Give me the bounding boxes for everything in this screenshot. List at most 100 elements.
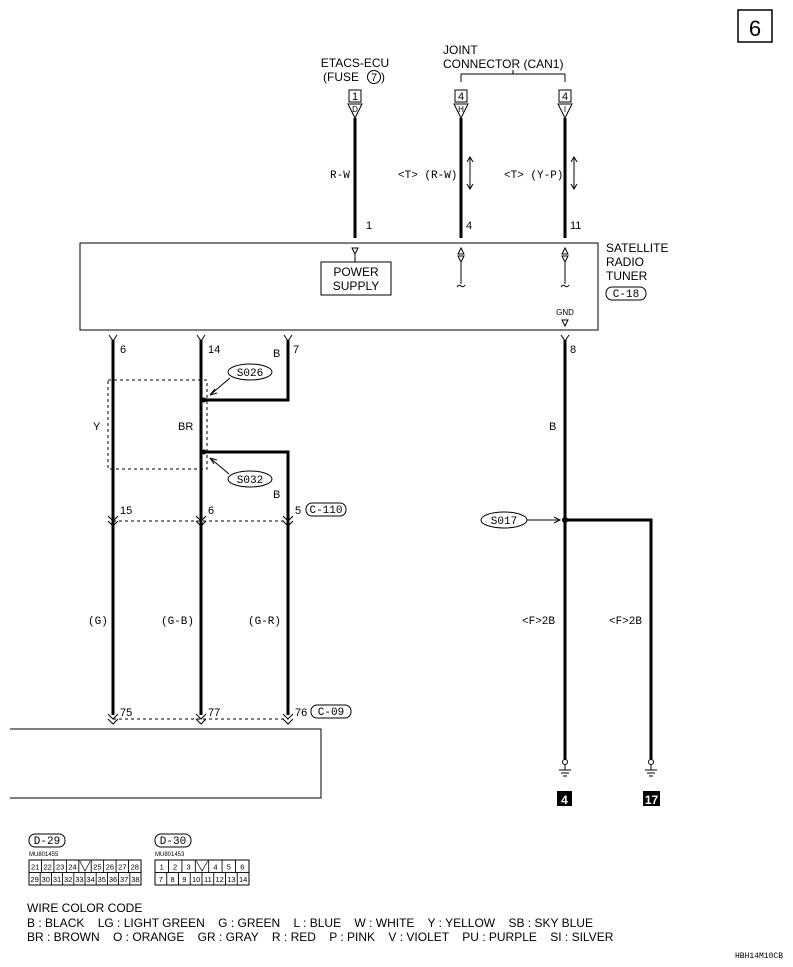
etacs-connector-box: 1 [352, 91, 358, 103]
joint-right-wire-color: <T> (Y-P) [504, 170, 563, 182]
joint-right-box: 4 [562, 91, 568, 103]
wire-color-code-legend: WIRE COLOR CODE B : BLACK LG : LIGHT GRE… [27, 901, 614, 944]
connector-cell-number: 32 [64, 875, 72, 884]
splice-area-box [107, 379, 208, 470]
tuner-pin-7: 7 [293, 344, 299, 356]
wire-color-b-8: B [549, 421, 556, 433]
connector-cell-number: 30 [42, 875, 50, 884]
joint-right-connector: 4 I [557, 89, 573, 120]
connector-cell-number: 11 [204, 875, 212, 884]
tuner-pin-6: 6 [120, 344, 126, 356]
connector-cell-number: 24 [68, 863, 76, 872]
c110-connector-label: C-110 [309, 505, 342, 517]
c09-pin-77: 77 [208, 707, 220, 719]
splice-s026: S026 [209, 363, 273, 396]
splice-s032: S032 [209, 457, 273, 488]
d30-part: MU801453 [155, 852, 185, 858]
bidirectional-arrow-icon [466, 156, 474, 190]
connector-cell-number: 6 [240, 863, 244, 872]
wire-color-gb: (G-B) [161, 616, 194, 628]
joint-left-pin-number: 4 [466, 220, 472, 232]
connector-cell-number: 38 [131, 875, 139, 884]
connector-cell-number: 36 [109, 875, 117, 884]
splice-s032-label: S032 [237, 475, 263, 487]
wire-color-f2: <F>2B [609, 616, 642, 628]
joint-title-2: CONNECTOR (CAN1) [443, 57, 563, 71]
connector-cell-number: 21 [31, 863, 39, 872]
etacs-fuse-prefix: (FUSE [323, 70, 359, 84]
etacs-pin-number: 1 [366, 220, 372, 232]
connector-cell-number: 22 [43, 863, 51, 872]
wire-b-pin5 [204, 450, 290, 715]
d29-part: MU801455 [29, 852, 59, 858]
connector-cell-number: 12 [215, 875, 223, 884]
wire-b-pin7 [204, 340, 290, 402]
color-code-line-1: B : BLACK LG : LIGHT GREEN G : GREEN L :… [27, 916, 593, 930]
splice-s017-label: S017 [491, 516, 517, 528]
tuner-pin-8: 8 [570, 344, 576, 356]
tuner-connector-label: C-18 [613, 289, 639, 301]
ground-icon: 4 [557, 759, 572, 807]
ground-point-4: 4 [561, 793, 568, 807]
c09-connector-label: C-09 [318, 707, 344, 719]
power-supply-block: POWER SUPPLY [320, 261, 392, 296]
gnd-pin-symbol [561, 319, 569, 328]
power-supply-line-1: POWER [333, 265, 379, 279]
connector-cell-number: 23 [56, 863, 64, 872]
joint-left-box: 4 [458, 91, 464, 103]
connector-cell-number: 8 [171, 875, 175, 884]
etacs-connector: 1 D [347, 89, 363, 120]
joint-left-letter: H [458, 105, 464, 114]
c110-pin-15: 15 [120, 505, 132, 517]
joint-connector-header: JOINT CONNECTOR (CAN1) [443, 43, 566, 82]
power-supply-line-2: SUPPLY [333, 279, 379, 293]
ground-icon: 17 [643, 759, 660, 807]
connector-cell-number: 10 [192, 875, 200, 884]
splice-s026-label: S026 [237, 368, 263, 380]
connector-cell-number: 7 [159, 875, 163, 884]
connector-cell-number: 34 [86, 875, 94, 884]
connector-cell [236, 872, 250, 886]
wire-color-br: BR [178, 421, 193, 433]
page-number: 6 [749, 16, 761, 41]
c110-terminals [107, 515, 294, 527]
gnd-label: GND [556, 308, 574, 317]
lower-device-box [10, 728, 322, 799]
connector-cell-number: 1 [160, 863, 164, 872]
connector-cell-number: 26 [106, 863, 114, 872]
d30-label: D-30 [160, 836, 186, 848]
connector-cell-number: 27 [118, 863, 126, 872]
wire-b-branch [565, 518, 653, 760]
d29-label: D-29 [34, 836, 60, 848]
connector-key-icon [79, 860, 91, 872]
joint-right-letter: I [564, 105, 566, 114]
connector-cell-number: 25 [93, 863, 101, 872]
etacs-fuse-number: 7 [371, 72, 377, 84]
c110-pin-5: 5 [295, 505, 301, 517]
connector-cell-number: 5 [227, 863, 231, 872]
joint-title-1: JOINT [443, 43, 478, 57]
ground-point-17: 17 [645, 793, 659, 807]
wire-color-b-mid: B [273, 489, 280, 501]
connector-cell-number: 4 [213, 863, 217, 872]
connector-cell-number: 28 [131, 863, 139, 872]
tuner-line-2: RADIO [606, 255, 644, 269]
connector-key-icon [195, 860, 209, 872]
tuner-pin-14: 14 [208, 344, 220, 356]
connector-cell-number: 37 [120, 875, 128, 884]
connector-cell-number: 35 [98, 875, 106, 884]
c09-terminals [107, 713, 294, 725]
connector-cell-number: 31 [53, 875, 61, 884]
power-pin-symbol [351, 247, 359, 262]
c09-pin-75: 75 [120, 707, 132, 719]
wire-color-b-7: B [273, 348, 280, 360]
wire-color-g: (G) [88, 616, 108, 628]
connector-cell-number: 14 [239, 875, 247, 884]
connector-cell-number: 3 [186, 863, 190, 872]
wire-color-gr: (G-R) [248, 616, 281, 628]
can-h-internal-symbol [456, 246, 466, 288]
connector-cell [129, 872, 142, 886]
etacs-title: ETACS-ECU [321, 56, 389, 70]
